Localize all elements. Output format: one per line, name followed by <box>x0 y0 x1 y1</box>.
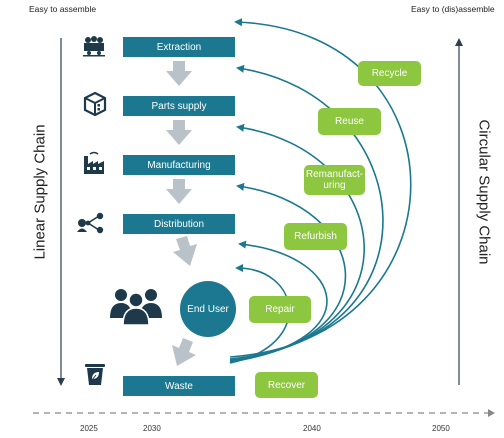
stage-extraction: Extraction <box>123 37 235 57</box>
stage-distribution: Distribution <box>123 214 235 234</box>
flow-arrow-3 <box>166 179 192 204</box>
factory-icon <box>84 151 104 174</box>
waste-bin-icon <box>85 364 105 385</box>
flow-arrow-2 <box>166 120 192 145</box>
stage-waste: Waste <box>123 376 235 396</box>
stage-parts-supply: Parts supply <box>123 96 235 116</box>
arc-refurbish <box>229 182 347 362</box>
action-recycle: Recycle <box>358 61 421 86</box>
flow-arrows <box>166 61 197 366</box>
mining-cart-icon <box>83 36 105 57</box>
action-reuse: Reuse <box>318 108 381 135</box>
users-group-icon <box>110 289 162 325</box>
circular-chain-title: Circular Supply Chain <box>475 119 493 265</box>
distribution-network-icon <box>77 212 104 234</box>
action-remanufacturing: Remanufact-uring <box>304 165 365 195</box>
action-repair: Repair <box>249 296 311 323</box>
parts-box-icon <box>83 91 107 117</box>
flow-arrow-5 <box>172 338 196 366</box>
arc-distribution-return <box>229 240 328 363</box>
end-user-node: End User <box>180 281 236 337</box>
timeline-tick: 2030 <box>143 424 161 433</box>
flow-arrow-4 <box>173 236 197 266</box>
left-corner-note: Easy to assemble <box>29 4 97 14</box>
action-recover: Recover <box>255 372 318 398</box>
linear-chain-title: Linear Supply Chain <box>31 124 49 260</box>
timeline-tick: 2040 <box>303 424 321 433</box>
right-corner-note: Easy to (dis)assemble <box>411 4 495 14</box>
flow-arrow-1 <box>166 61 192 86</box>
stage-manufacturing: Manufacturing <box>123 155 235 175</box>
timeline-tick: 2050 <box>432 424 450 433</box>
action-refurbish: Refurbish <box>284 223 347 250</box>
timeline-tick: 2025 <box>80 424 98 433</box>
